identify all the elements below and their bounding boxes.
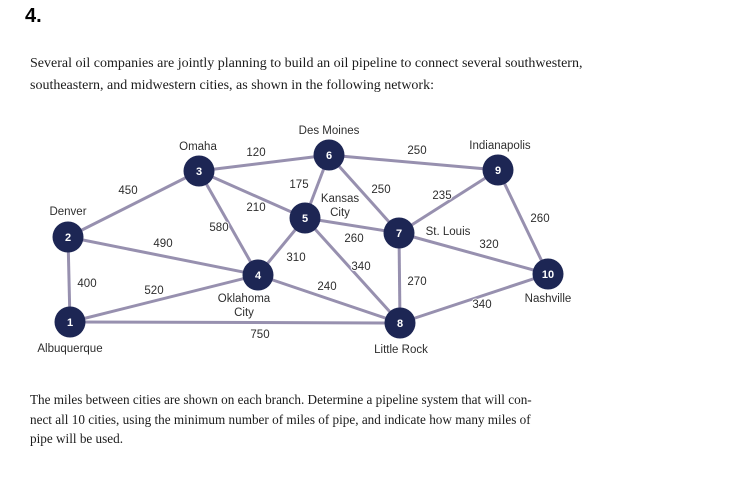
city-label-little-rock: Little Rock	[374, 344, 428, 356]
edge-8-10	[399, 272, 549, 325]
city-label-albuquerque: Albuquerque	[37, 343, 102, 355]
question-line-2: nect all 10 cities, using the minimum nu…	[30, 411, 531, 427]
city-label-oklahoma-city: City	[234, 307, 254, 319]
intro-line-1: Several oil companies are jointly planni…	[30, 56, 583, 71]
city-label-des-moines: Des Moines	[299, 125, 360, 137]
edge-weight-4-5: 310	[286, 252, 305, 264]
edge-weight-8-10: 340	[472, 299, 491, 311]
edge-7-9	[398, 168, 499, 235]
edge-7-10	[398, 231, 549, 276]
edge-6-7	[327, 153, 401, 235]
edge-weight-4-8: 240	[317, 281, 336, 293]
node-number-7: 7	[396, 228, 402, 240]
edge-2-4	[67, 235, 259, 277]
city-label-st-louis: St. Louis	[426, 226, 471, 238]
node-st-louis	[383, 217, 415, 249]
node-little-rock	[384, 307, 416, 339]
node-number-8: 8	[397, 318, 403, 330]
edge-9-10	[496, 169, 550, 275]
edge-weight-2-3: 450	[118, 185, 137, 197]
edge-weight-3-5: 210	[246, 202, 265, 214]
city-label-denver: Denver	[49, 206, 86, 218]
edge-4-8	[257, 273, 401, 325]
node-kansas-city	[289, 202, 321, 234]
edge-weight-6-9: 250	[407, 145, 426, 157]
node-oklahoma-city	[242, 259, 274, 291]
node-albuquerque	[54, 306, 86, 338]
city-label-nashville: Nashville	[525, 293, 572, 305]
edge-5-8	[303, 216, 402, 325]
edge-5-7	[304, 216, 400, 235]
edge-weight-6-7: 250	[371, 184, 390, 196]
edge-weight-2-4: 490	[153, 238, 172, 250]
edge-3-6	[198, 153, 330, 173]
edge-6-9	[328, 153, 499, 172]
node-number-5: 5	[302, 213, 308, 225]
node-number-10: 10	[542, 269, 554, 281]
node-number-1: 1	[67, 317, 73, 329]
question-line-1: The miles between cities are shown on ea…	[30, 392, 532, 407]
city-label-kansas-city: Kansas	[321, 193, 360, 205]
intro-paragraph: Several oil companies are jointly planni…	[30, 53, 582, 96]
edge-1-4	[69, 273, 259, 324]
problem-number: 4.	[25, 5, 42, 27]
node-denver	[52, 221, 84, 253]
node-number-6: 6	[326, 150, 332, 162]
edge-weight-7-9: 235	[432, 190, 451, 202]
edge-2-3	[67, 169, 200, 239]
edge-weight-5-7: 260	[344, 233, 363, 245]
node-indianapolis	[482, 154, 514, 186]
edge-weight-7-8: 270	[407, 276, 426, 288]
edge-weight-9-10: 260	[530, 213, 549, 225]
edge-weight-7-10: 320	[479, 239, 498, 251]
edge-weight-1-2: 400	[77, 278, 96, 290]
city-label-omaha: Omaha	[179, 141, 217, 153]
node-des-moines	[313, 139, 345, 171]
edge-weight-5-8: 340	[351, 261, 370, 273]
node-nashville	[532, 258, 564, 290]
city-label-indianapolis: Indianapolis	[469, 140, 531, 152]
node-omaha	[183, 155, 215, 187]
edge-3-4	[197, 170, 260, 276]
edge-1-8	[69, 320, 401, 325]
node-number-9: 9	[495, 165, 501, 177]
edge-weight-1-8: 750	[250, 329, 269, 341]
node-number-2: 2	[65, 232, 71, 244]
edge-weight-1-4: 520	[144, 285, 163, 297]
edge-weight-3-6: 120	[246, 147, 265, 159]
question-paragraph: The miles between cities are shown on ea…	[30, 390, 532, 449]
node-number-3: 3	[196, 166, 202, 178]
edge-weight-5-6: 175	[289, 179, 308, 191]
intro-line-2: southeastern, and midwestern cities, as …	[30, 77, 434, 93]
city-label-kansas-city: City	[330, 207, 350, 219]
edge-weight-3-4: 580	[209, 222, 228, 234]
edge-3-5	[198, 169, 306, 220]
node-number-4: 4	[255, 270, 262, 282]
city-label-oklahoma-city: Oklahoma	[218, 293, 271, 305]
question-line-3: pipe will be used.	[30, 431, 124, 446]
